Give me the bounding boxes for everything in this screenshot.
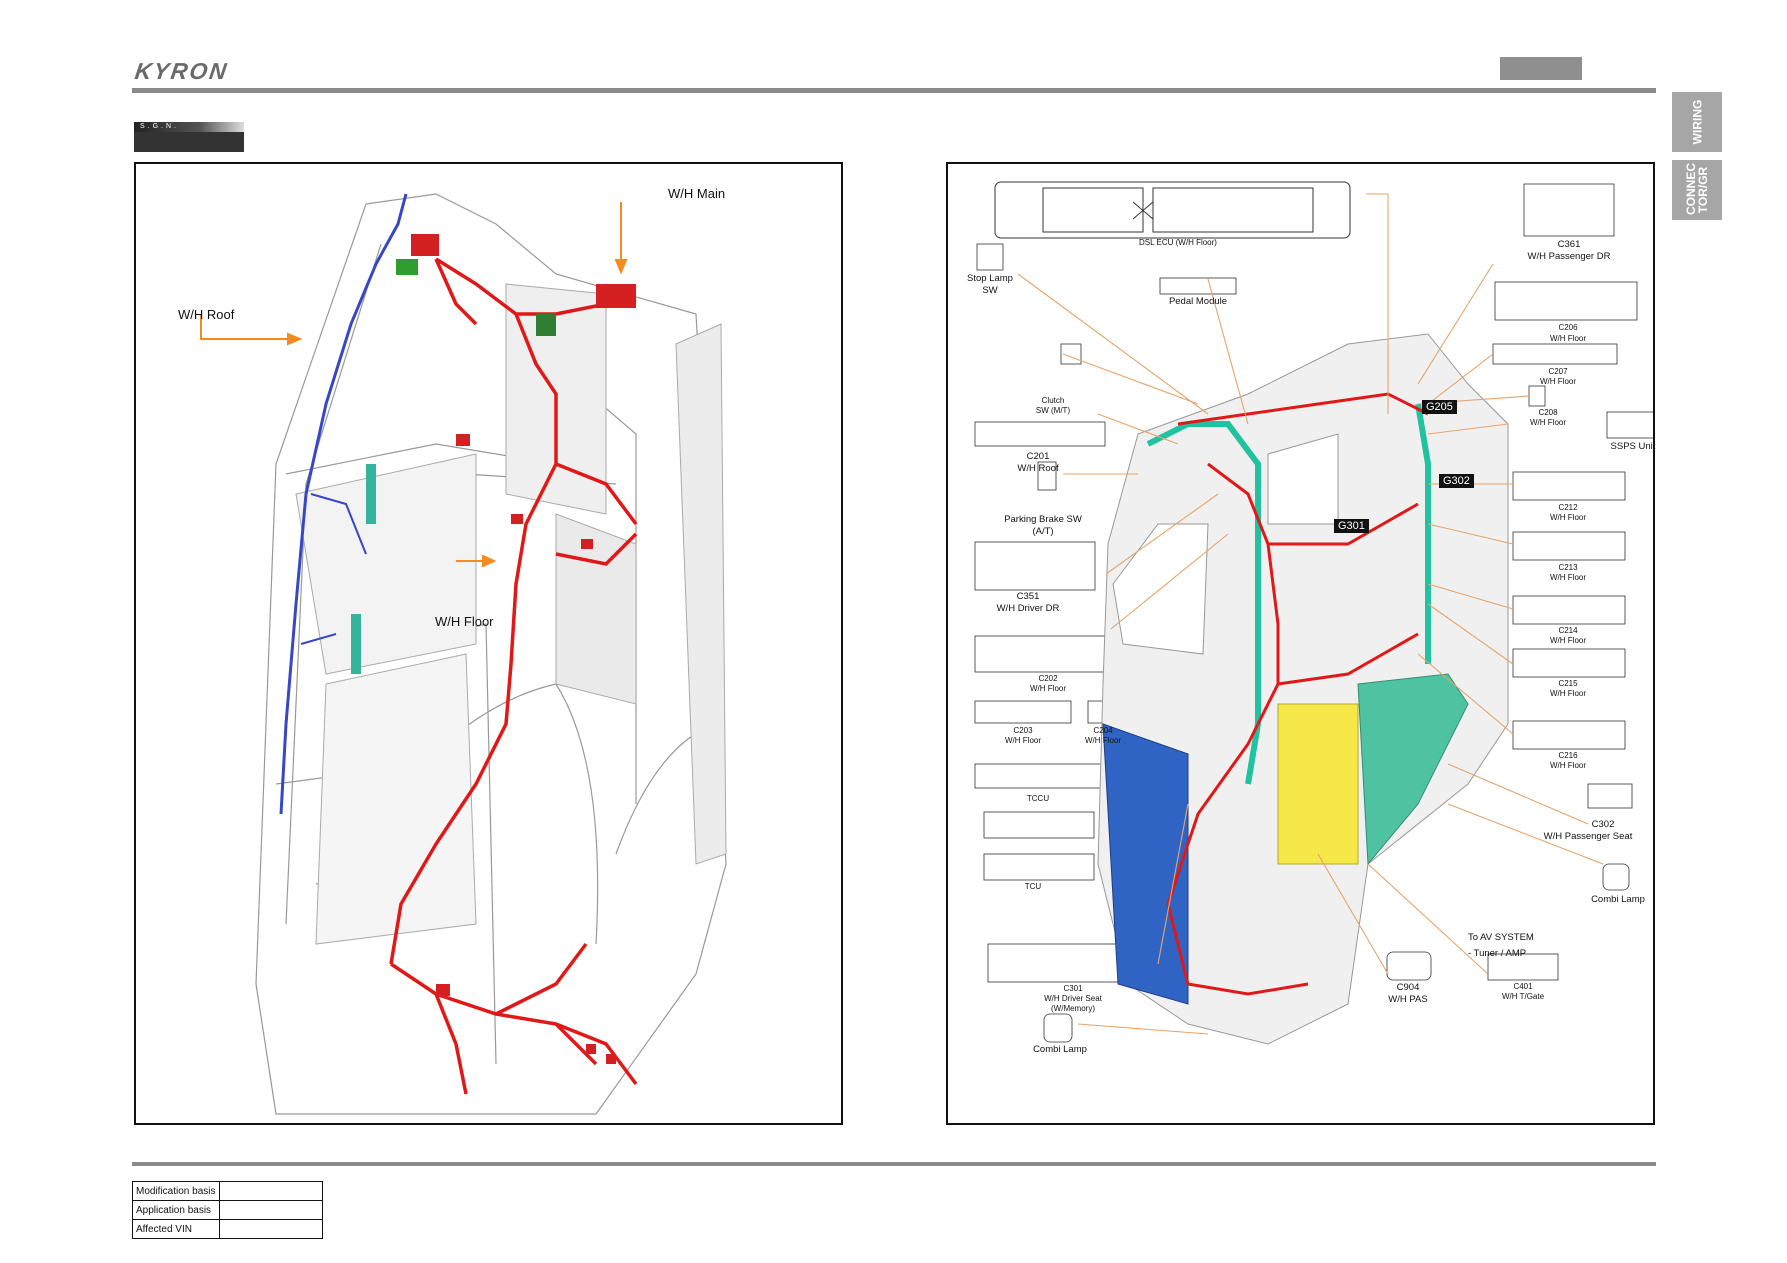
brand-logo: KYRON bbox=[133, 58, 230, 84]
tcu-label: TCU bbox=[1024, 882, 1042, 891]
ground-g301: G301 bbox=[1334, 519, 1369, 533]
label-wh-floor: W/H Floor bbox=[435, 614, 494, 629]
connector-locator-drawing bbox=[974, 181, 1660, 1045]
header-gray-block bbox=[1500, 57, 1582, 80]
c215-sub: W/H Floor bbox=[1550, 689, 1586, 698]
c361-sub: W/H Passenger DR bbox=[1527, 251, 1611, 262]
c206-sub: W/H Floor bbox=[1550, 334, 1586, 343]
application-basis-value bbox=[219, 1200, 323, 1220]
modification-basis-key: Modification basis bbox=[132, 1181, 220, 1201]
modification-basis-value bbox=[219, 1181, 323, 1201]
c203-label: C203 bbox=[1013, 726, 1033, 735]
c208-label: C208 bbox=[1538, 408, 1558, 417]
clutch-label: Clutch bbox=[1041, 396, 1065, 405]
stop-lamp-sub: SW bbox=[982, 285, 998, 296]
c202-sub: W/H Floor bbox=[1030, 684, 1066, 693]
tab-wiring[interactable]: WIRING bbox=[1672, 92, 1722, 152]
c208-sub: W/H Floor bbox=[1530, 418, 1566, 427]
combi-lamp-right-label: Combi Lamp bbox=[1591, 894, 1645, 905]
label-wh-roof: W/H Roof bbox=[178, 307, 235, 322]
c302-sub: W/H Passenger Seat bbox=[1543, 831, 1633, 842]
c351-sub: W/H Driver DR bbox=[996, 603, 1060, 614]
clutch-sub: SW (M/T) bbox=[1035, 406, 1071, 415]
c207-sub: W/H Floor bbox=[1540, 377, 1576, 386]
table-row: Modification basis bbox=[132, 1181, 323, 1201]
c201-sub: W/H Roof bbox=[1017, 463, 1059, 474]
c204-sub: W/H Floor bbox=[1085, 736, 1121, 745]
table-row: Application basis bbox=[132, 1200, 323, 1220]
modification-table: Modification basis Application basis Aff… bbox=[132, 1181, 323, 1239]
affected-vin-key: Affected VIN bbox=[132, 1219, 220, 1239]
c203-sub: W/H Floor bbox=[1005, 736, 1041, 745]
c202-label: C202 bbox=[1038, 674, 1058, 683]
sgn-badge: S.G.N. bbox=[134, 122, 244, 152]
c302-label: C302 bbox=[1591, 819, 1615, 830]
c361-label: C361 bbox=[1557, 239, 1581, 250]
left-harness-panel: W/H Main W/H Roof W/H Floor bbox=[134, 162, 843, 1125]
sgn-label: S.G.N. bbox=[134, 122, 244, 132]
tccu-label: TCCU bbox=[1026, 794, 1050, 803]
footer-divider bbox=[132, 1162, 1656, 1166]
vehicle-body-harness-drawing bbox=[200, 193, 727, 1115]
av-system-label: To AV SYSTEM bbox=[1468, 932, 1534, 943]
c212-sub: W/H Floor bbox=[1550, 513, 1586, 522]
c301-sub2: (W/Memory) bbox=[1051, 1004, 1095, 1013]
c301-label: C301 bbox=[1063, 984, 1083, 993]
av-system-sub: - Tuner / AMP bbox=[1468, 948, 1527, 959]
c301-sub: W/H Driver Seat bbox=[1044, 994, 1102, 1003]
ground-g302: G302 bbox=[1439, 474, 1474, 488]
ecu-label: DSL ECU (W/H Floor) bbox=[1139, 238, 1217, 247]
header-divider bbox=[132, 88, 1656, 93]
c401-sub: W/H T/Gate bbox=[1501, 992, 1545, 1001]
c207-label: C207 bbox=[1548, 367, 1568, 376]
combi-lamp-left-label: Combi Lamp bbox=[1033, 1044, 1087, 1055]
pedal-module-label: Pedal Module bbox=[1168, 296, 1228, 307]
label-wh-main: W/H Main bbox=[668, 186, 726, 201]
c206-label: C206 bbox=[1558, 323, 1578, 332]
c213-label: C213 bbox=[1558, 563, 1578, 572]
c216-label: C216 bbox=[1558, 751, 1578, 760]
right-connector-panel: G205 G302 G301 DSL ECU (W/H Floor) C361 … bbox=[946, 162, 1660, 1125]
c212-label: C212 bbox=[1558, 503, 1578, 512]
c213-sub: W/H Floor bbox=[1550, 573, 1586, 582]
ssps-unit-label: SSPS Unit bbox=[1610, 441, 1656, 452]
parking-brake-label: Parking Brake SW bbox=[1004, 514, 1082, 525]
c904-label: C904 bbox=[1396, 982, 1420, 993]
application-basis-key: Application basis bbox=[132, 1200, 220, 1220]
stop-lamp-label: Stop Lamp bbox=[967, 273, 1013, 284]
parking-brake-sub: (A/T) bbox=[1032, 526, 1054, 537]
c904-sub: W/H PAS bbox=[1388, 994, 1428, 1005]
c204-label: C204 bbox=[1093, 726, 1113, 735]
tab-connector[interactable]: CONNEC TOR/GR bbox=[1672, 160, 1722, 220]
affected-vin-value bbox=[219, 1219, 323, 1239]
c351-label: C351 bbox=[1016, 591, 1040, 602]
c201-label: C201 bbox=[1026, 451, 1050, 462]
c214-label: C214 bbox=[1558, 626, 1578, 635]
c214-sub: W/H Floor bbox=[1550, 636, 1586, 645]
c216-sub: W/H Floor bbox=[1550, 761, 1586, 770]
ground-g205: G205 bbox=[1422, 400, 1457, 414]
table-row: Affected VIN bbox=[132, 1219, 323, 1239]
c215-label: C215 bbox=[1558, 679, 1578, 688]
c401-label: C401 bbox=[1513, 982, 1533, 991]
